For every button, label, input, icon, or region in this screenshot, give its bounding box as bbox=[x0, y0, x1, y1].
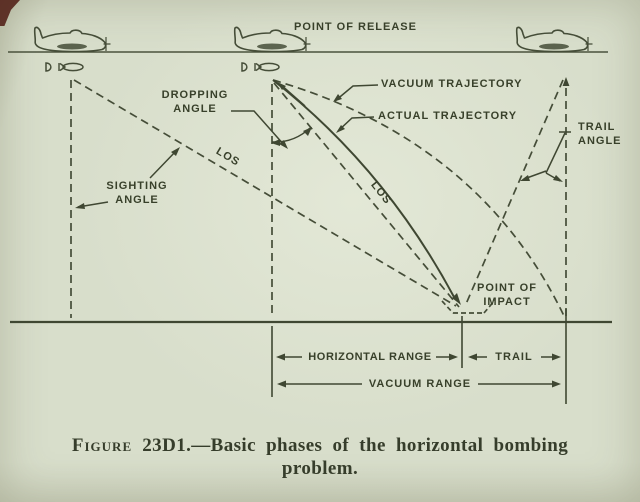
leader-lines bbox=[77, 84, 571, 208]
aircraft-icon-impact-position bbox=[515, 26, 594, 53]
dimension-shafts bbox=[285, 356, 552, 385]
dropping-angle-arc bbox=[271, 82, 312, 146]
point-of-release-label: POINT OF RELEASE bbox=[294, 21, 417, 33]
impact-crater-mark bbox=[441, 299, 496, 314]
leader-arrowheads bbox=[75, 94, 563, 209]
trail-angle-label: TRAIL ANGLE bbox=[578, 121, 622, 148]
point-of-impact-label: POINT OF IMPACT bbox=[477, 282, 537, 309]
caption-line2: problem. bbox=[281, 458, 359, 480]
horizontal-range-label: HORIZONTAL RANGE bbox=[308, 351, 432, 363]
trail-label: TRAIL bbox=[495, 351, 533, 363]
bomb-icon-left bbox=[45, 62, 84, 72]
dropping-angle-label: DROPPING ANGLE bbox=[161, 89, 229, 116]
bomb-icon-center bbox=[241, 62, 280, 72]
los-line-center bbox=[273, 82, 460, 308]
vacuum-trajectory-label: VACUUM TRAJECTORY bbox=[381, 78, 523, 90]
figure-caption: Figure 23D1.—Basic phases of the horizon… bbox=[0, 434, 640, 480]
sighting-angle-label: SIGHTING ANGLE bbox=[106, 180, 168, 207]
los-line-left bbox=[73, 79, 457, 307]
impact-to-aircraft-line bbox=[465, 79, 564, 305]
dimension-arrowheads bbox=[276, 353, 561, 388]
vacuum-trajectory-curve bbox=[272, 79, 566, 319]
dimension-ticks bbox=[271, 308, 567, 404]
caption-figure-word: Figure bbox=[71, 435, 133, 456]
caption-text: —Basic phases of the horizontal bombing bbox=[191, 435, 569, 456]
aircraft-icon-earlier-position bbox=[33, 26, 112, 53]
up-arrowhead bbox=[562, 77, 570, 86]
trajectory-arrowhead bbox=[452, 293, 461, 305]
actual-trajectory-label: ACTUAL TRAJECTORY bbox=[378, 110, 518, 122]
caption-figure-number: 23D1. bbox=[142, 435, 192, 456]
vacuum-range-label: VACUUM RANGE bbox=[368, 378, 472, 390]
